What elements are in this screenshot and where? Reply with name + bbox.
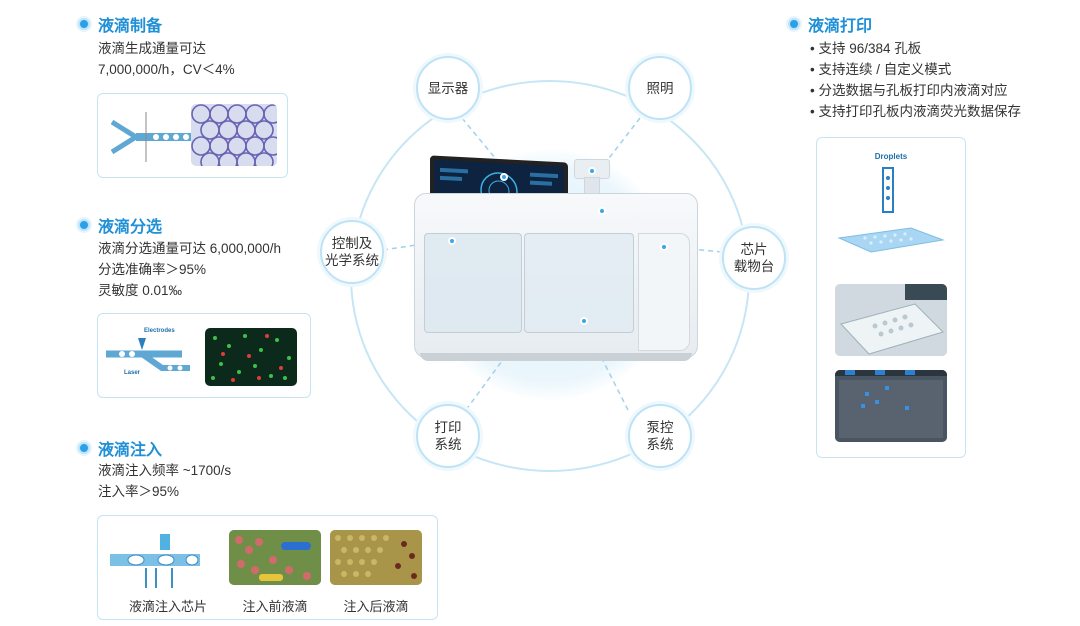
post-injection-droplets-image	[330, 530, 422, 585]
sort-desc: 液滴分选通量可达 6,000,000/h 分选准确率＞95% 灵敏度 0.01‰	[98, 241, 282, 298]
prep-desc: 液滴生成通量可达 7,000,000/h，CV＜4%	[98, 41, 235, 77]
droplet-injection-chip-icon	[110, 534, 200, 588]
well-plate-printing-icon	[837, 167, 945, 253]
droplets-label: Droplets	[874, 152, 908, 161]
droplet-generation-chip-icon	[110, 112, 192, 162]
print-feature-list: 支持 96/384 孔板 支持连续 / 自定义模式 分选数据与孔板打印内液滴对应…	[810, 38, 1021, 122]
electrodes-label: Electrodes	[144, 328, 175, 334]
hotspot-pump-dot	[580, 317, 588, 325]
pre-injection-droplets-image	[229, 530, 321, 585]
fluorescent-droplets-image	[205, 328, 297, 386]
print-card: Droplets	[816, 137, 966, 458]
droplet-sorting-chip-icon	[106, 338, 190, 371]
inject-desc: 液滴注入频率 ~1700/s 注入率＞95%	[98, 463, 232, 499]
list-item: 支持打印孔板内液滴荧光数据保存	[810, 101, 1021, 122]
caption-injection-chip: 液滴注入芯片	[128, 599, 207, 614]
instrument-side-panel	[638, 233, 690, 351]
prep-card	[97, 93, 288, 178]
caption-pre-injection: 注入前液滴	[242, 599, 308, 614]
bullet-dot-icon	[78, 219, 90, 231]
pre-injection-pattern-icon	[229, 530, 321, 585]
laser-label: Laser	[124, 370, 141, 376]
well-plate-photo-icon	[835, 284, 947, 356]
node-control-optics[interactable]: 控制及光学系统	[320, 220, 384, 284]
inject-card: 液滴注入芯片 注入前液滴 注入后液滴	[97, 515, 438, 620]
hotspot-control-dot	[448, 237, 456, 245]
bullet-dot-icon	[788, 18, 800, 30]
bullet-dot-icon	[78, 18, 90, 30]
sort-card: Electrodes Laser	[97, 313, 311, 398]
droplet-grid-image	[191, 104, 277, 166]
node-illumination[interactable]: 照明	[628, 56, 692, 120]
print-title: 液滴打印	[788, 12, 872, 36]
inject-title: 液滴注入	[78, 436, 162, 460]
droplet-grid-pattern-icon	[191, 104, 277, 166]
node-chip-stage[interactable]: 芯片载物台	[722, 226, 786, 290]
list-item: 分选数据与孔板打印内液滴对应	[810, 80, 1021, 101]
post-injection-pattern-icon	[330, 530, 422, 585]
hotspot-chip-dot	[660, 243, 668, 251]
node-pump-system[interactable]: 泵控系统	[628, 404, 692, 468]
instrument-window-right	[524, 233, 634, 333]
node-print-system[interactable]: 打印系统	[416, 404, 480, 468]
node-display[interactable]: 显示器	[416, 56, 480, 120]
sort-title: 液滴分选	[78, 213, 162, 237]
list-item: 支持 96/384 孔板	[810, 38, 1021, 59]
bullet-dot-icon	[78, 442, 90, 454]
instrument-base	[420, 353, 692, 361]
plate-data-grid-icon	[835, 370, 947, 442]
well-plate-photo	[835, 284, 947, 356]
caption-post-injection: 注入后液滴	[343, 599, 409, 614]
list-item: 支持连续 / 自定义模式	[810, 59, 1021, 80]
instrument-window-left	[424, 233, 522, 333]
fluorescent-dots-icon	[211, 334, 291, 382]
hotspot-print-dot	[598, 207, 606, 215]
prep-title: 液滴制备	[78, 12, 162, 36]
fluorescence-data-screenshot	[835, 370, 947, 442]
instrument-illustration	[412, 155, 702, 370]
hotspot-light-dot	[588, 167, 596, 175]
hotspot-display-dot	[500, 173, 508, 181]
